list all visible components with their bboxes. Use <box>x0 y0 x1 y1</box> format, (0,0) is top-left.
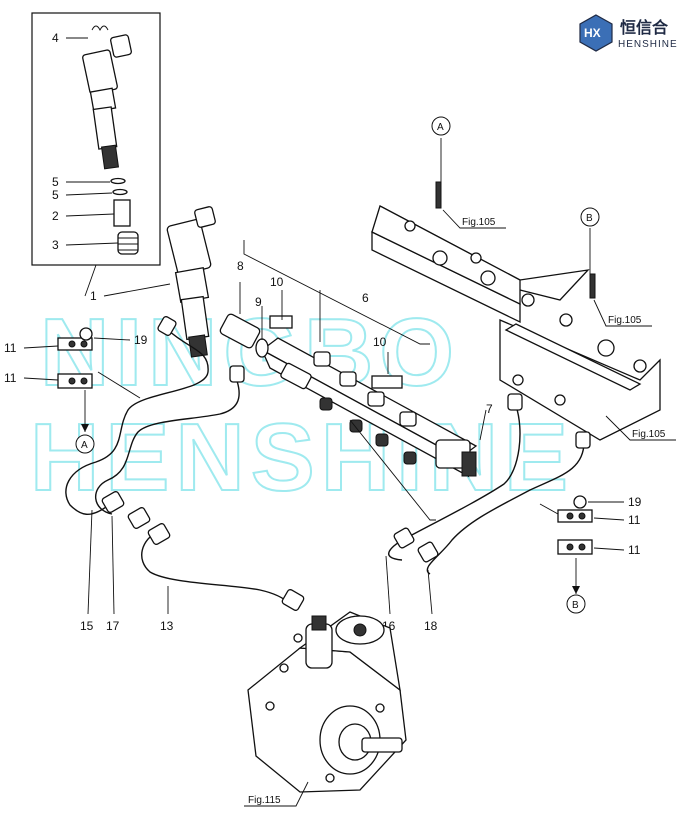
common-rail <box>260 337 478 478</box>
callout-11b: 11 <box>4 371 17 385</box>
fig115-label: Fig.115 <box>248 795 281 806</box>
reference-a-top: A Fig.105 <box>431 116 506 229</box>
brand-name-en: HENSHINE <box>618 39 678 50</box>
callout-5a: 5 <box>52 175 59 189</box>
clip-part <box>91 25 109 32</box>
detail-pointer <box>84 264 97 297</box>
callout-15: 15 <box>80 619 94 633</box>
logo-mark: HX <box>584 26 601 40</box>
cylinder-head <box>371 181 661 441</box>
callout-19a: 19 <box>134 333 148 347</box>
o-ring-part <box>255 338 269 358</box>
brand-name-cn: 恒信合 <box>620 18 669 37</box>
callout-4: 4 <box>52 31 59 45</box>
right-clamps: B <box>557 495 625 614</box>
callout-2: 2 <box>52 209 59 223</box>
left-clamps: A <box>23 327 131 454</box>
ref-b-right: B <box>572 600 579 611</box>
callout-8: 8 <box>237 259 244 273</box>
sleeve-part <box>117 231 139 255</box>
washer-part <box>112 188 128 196</box>
washer-part <box>110 177 126 185</box>
callout-11c: 11 <box>628 513 641 527</box>
brand-logo: HX 恒信合 HENSHINE <box>579 14 678 52</box>
callout-13: 13 <box>160 619 174 633</box>
callout-3: 3 <box>52 238 59 252</box>
callout-18: 18 <box>424 619 438 633</box>
callout-7: 7 <box>486 402 493 416</box>
fig105-label-a: Fig.105 <box>462 217 496 228</box>
svg-text:A: A <box>437 122 444 133</box>
callout-6: 6 <box>362 291 369 305</box>
callout-10b: 10 <box>373 335 387 349</box>
reference-b-top: B Fig.105 <box>580 207 652 327</box>
callout-11d: 11 <box>628 543 641 557</box>
callout-5b: 5 <box>52 188 59 202</box>
callout-17: 17 <box>106 619 120 633</box>
callout-19b: 19 <box>628 495 642 509</box>
svg-text:B: B <box>586 213 593 224</box>
fig105-label-c: Fig.105 <box>632 429 666 440</box>
injector-assembly <box>166 206 216 358</box>
ref-a-left: A <box>81 440 88 451</box>
injector-detail-part <box>82 34 132 170</box>
callout-11a: 11 <box>4 341 17 355</box>
detail-frame <box>31 12 161 266</box>
callout-9: 9 <box>255 295 262 309</box>
hexagon-logo-icon <box>579 14 613 52</box>
watermark-line-1: NINGBO <box>40 299 460 406</box>
high-pressure-pipes <box>65 316 591 611</box>
fig105-label-b: Fig.105 <box>608 315 642 326</box>
callout-1: 1 <box>90 289 97 303</box>
injector-detail-box: 4 5 5 2 3 <box>31 12 161 297</box>
fuel-pump <box>247 611 407 793</box>
callout-10a: 10 <box>270 275 284 289</box>
nozzle-part <box>113 199 131 227</box>
